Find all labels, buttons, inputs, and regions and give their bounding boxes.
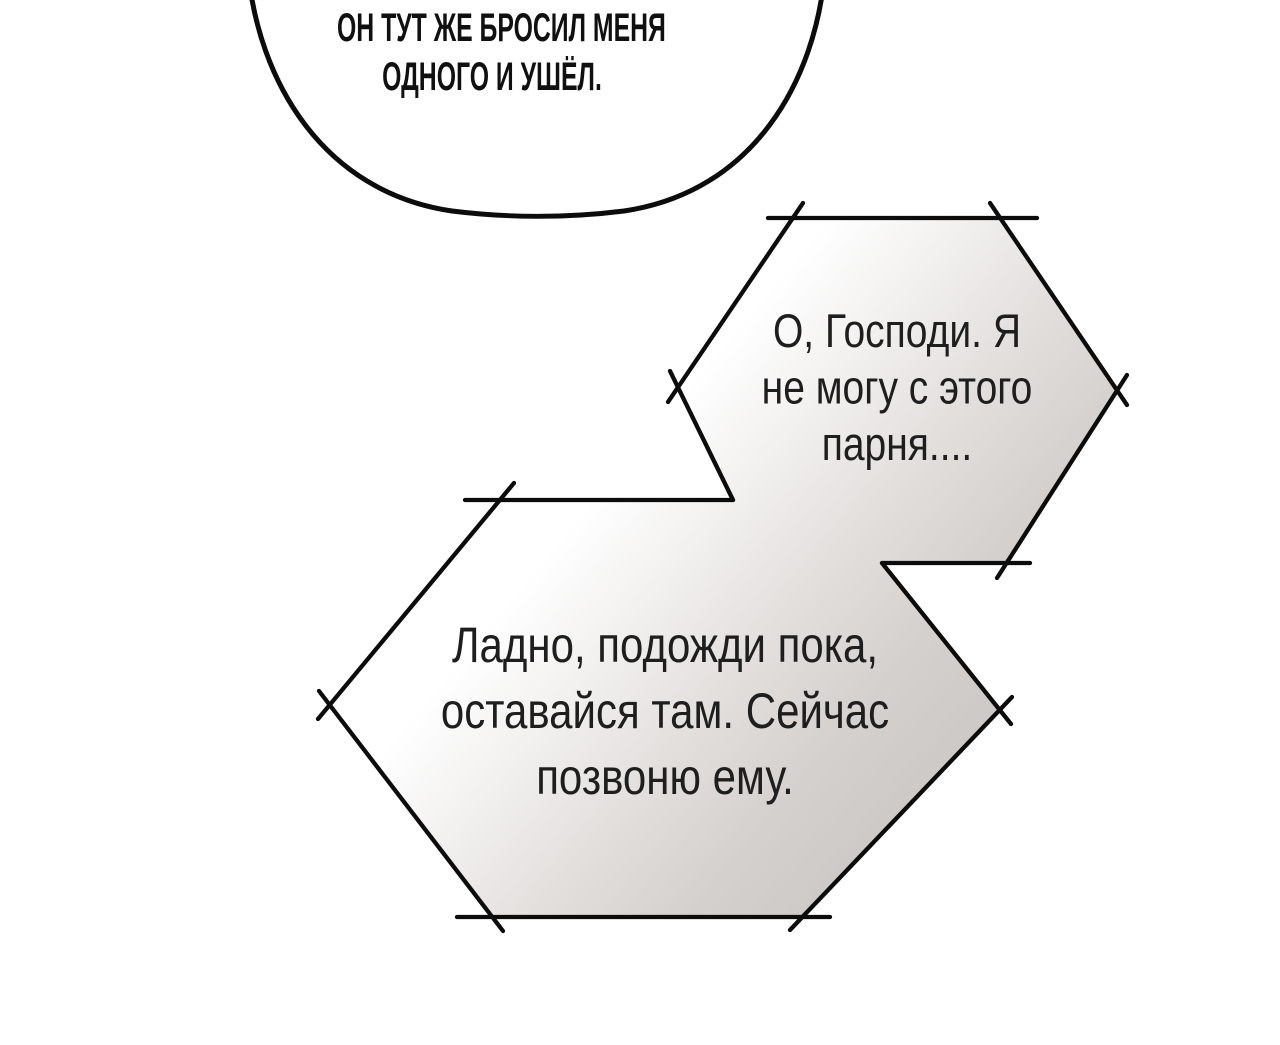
narrator-text: ОН ТУТ ЖЕ БРОСИЛ МЕНЯ ОДНОГО И УШЁЛ. [337, 4, 666, 102]
hex1-upper-left-edge [665, 200, 806, 405]
hex2-lower-left-edge [316, 688, 506, 934]
phone-bubble-top-text: О, Господи. Я не могу с этого парня.... [695, 304, 1099, 473]
phone-bottom-text-line: Ладно, подожди пока, [451, 616, 879, 673]
hex1-upper-right-edge [987, 200, 1130, 408]
hex2-upper-left-edge [315, 480, 517, 722]
phone-bubble-edges [315, 200, 1130, 934]
phone-bottom-text-line: позвоню ему. [536, 748, 794, 805]
phone-top-text-line: парня.... [821, 419, 973, 471]
hex1-lower-left-edge [667, 368, 736, 503]
phone-bottom-text-line: оставайся там. Сейчас [440, 682, 890, 739]
narrator-text-line: ОДНОГО И УШЁЛ. [382, 55, 602, 99]
phone-bubble-bottom-text: Ладно, подожди пока, оставайся там. Сейч… [413, 612, 917, 810]
narrator-bubble-outline [249, 0, 824, 219]
narrator-text-line: ОН ТУТ ЖЕ БРОСИЛ МЕНЯ [337, 6, 666, 50]
phone-bubbles-fill [330, 218, 1117, 917]
hex2-lower-right-edge [787, 694, 1015, 933]
phone-top-text-line: О, Господи. Я [772, 306, 1022, 358]
hex1-lower-right-edge [994, 372, 1130, 581]
phone-top-text-line: не могу с этого [761, 362, 1033, 415]
hex2-upper-right-edge [879, 560, 1014, 727]
